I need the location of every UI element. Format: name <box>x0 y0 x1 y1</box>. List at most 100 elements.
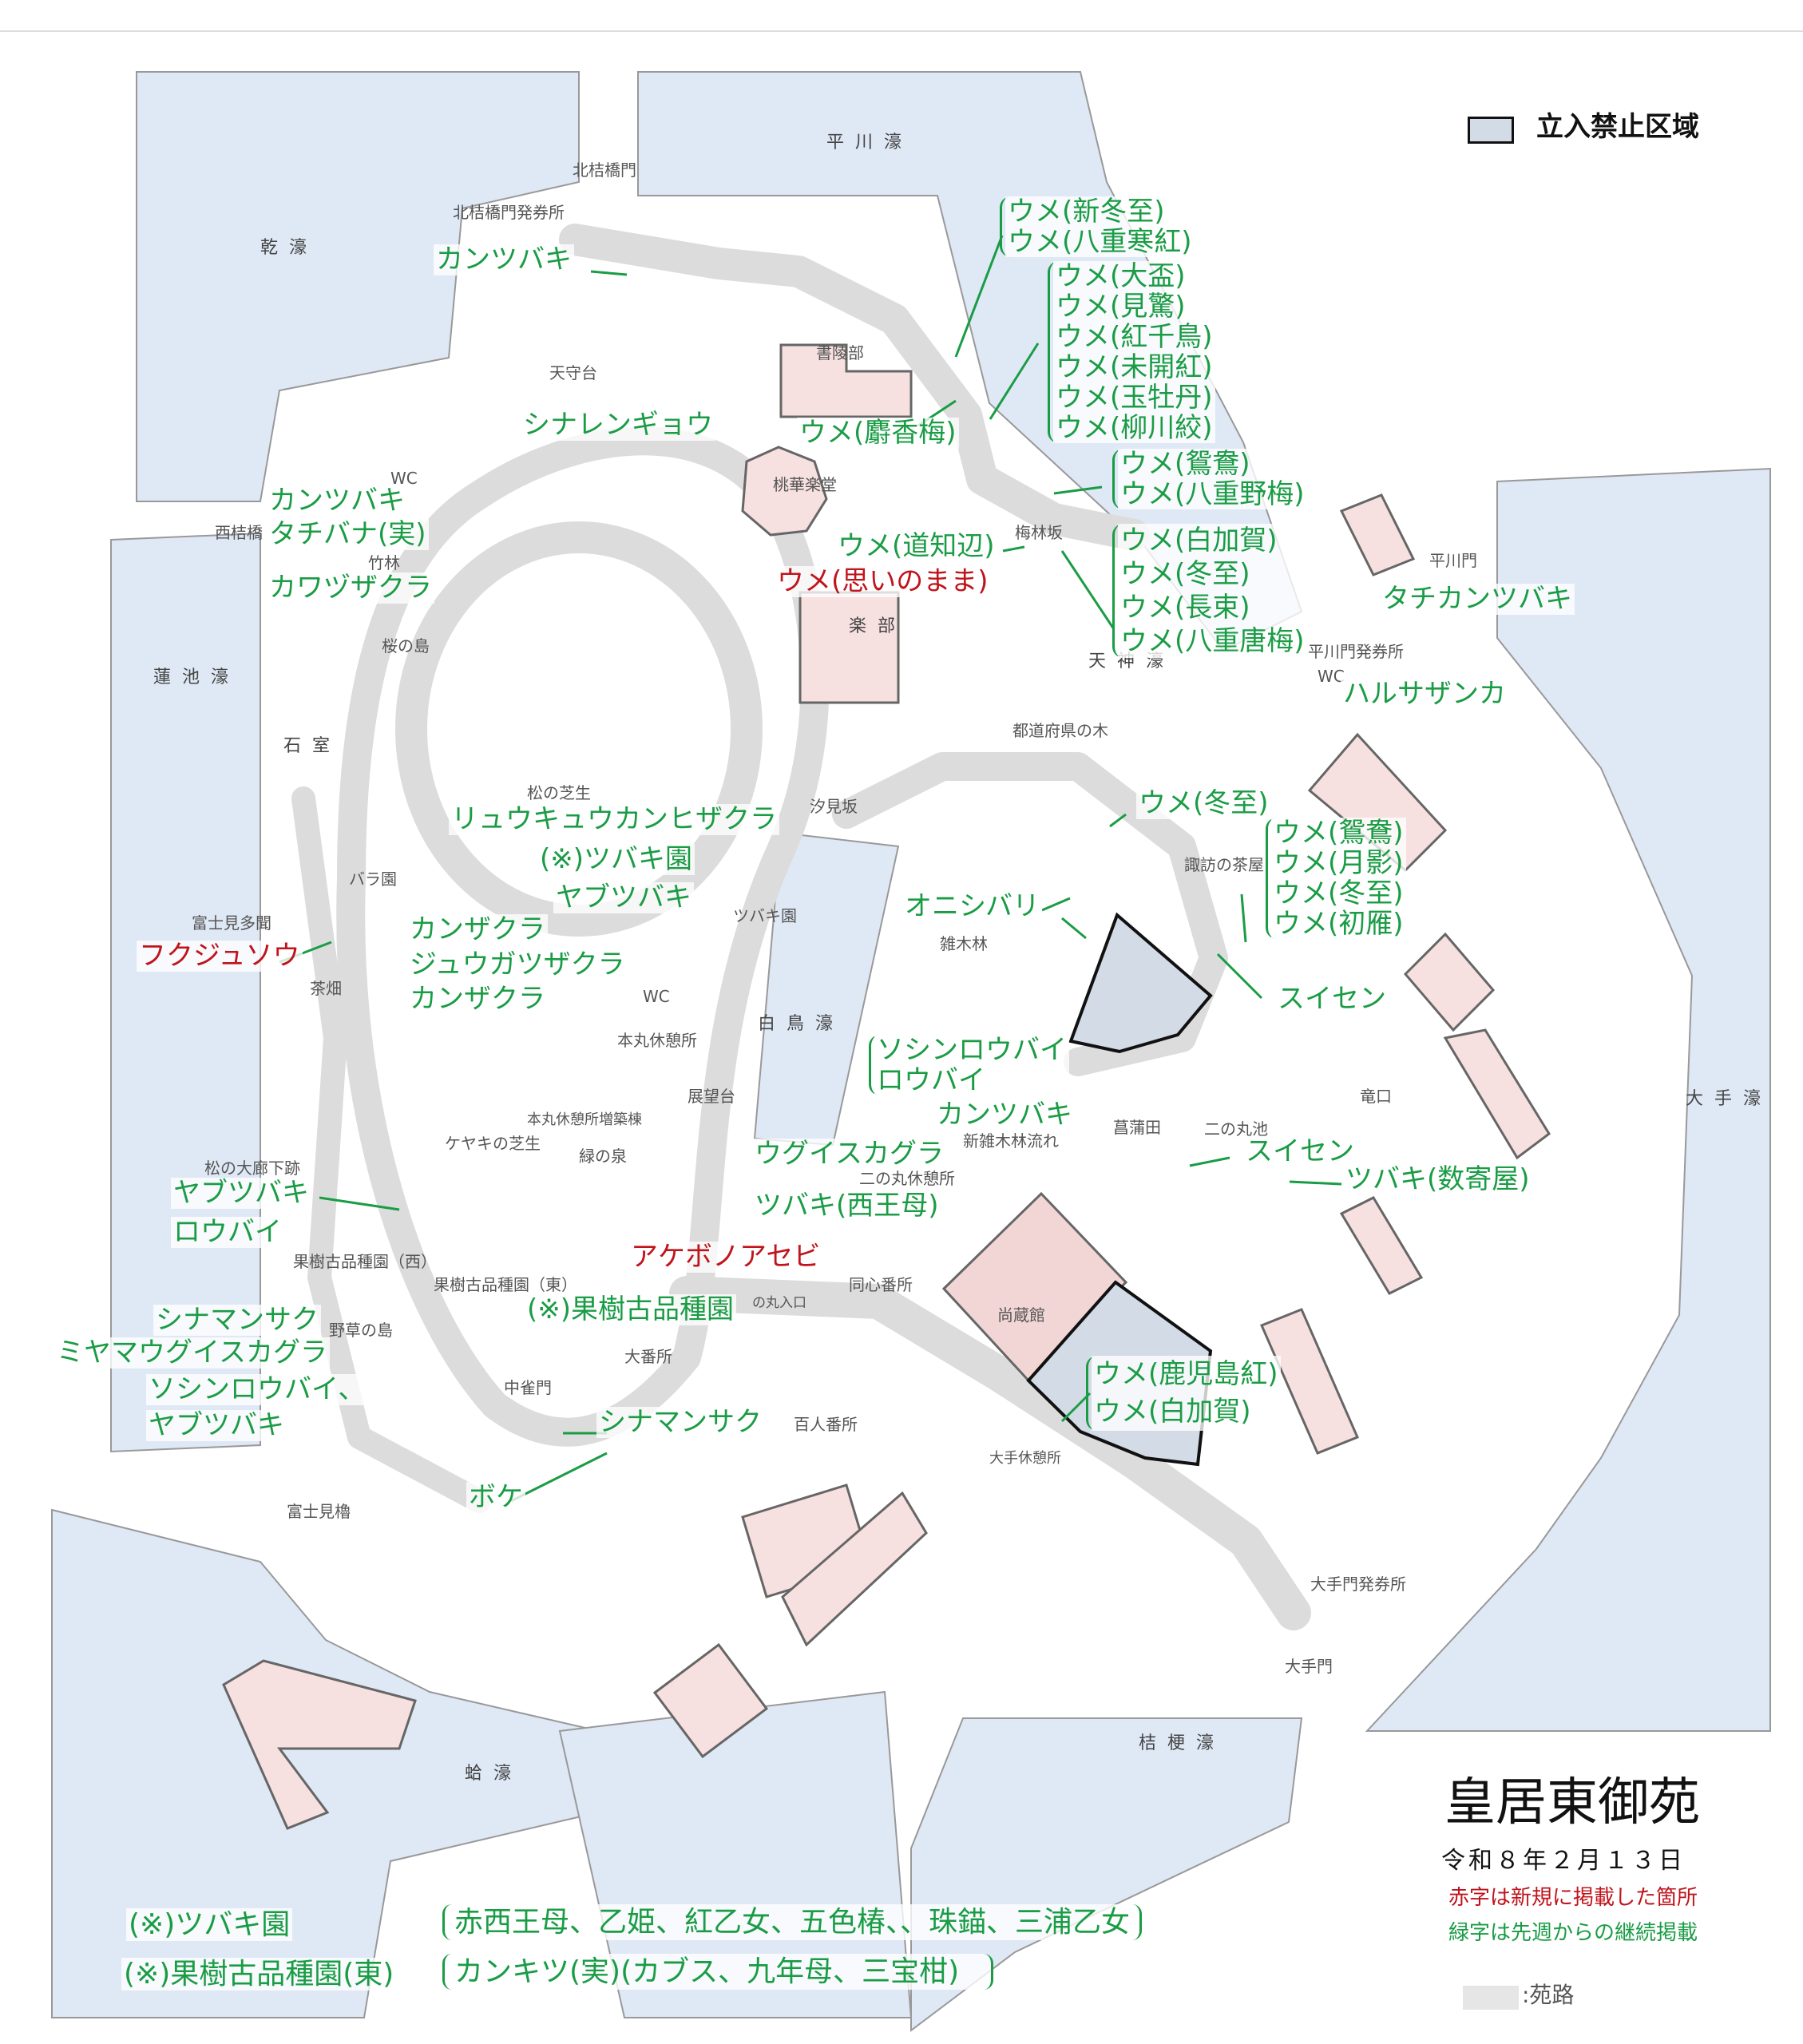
plant-label: (※)ツバキ園 <box>537 843 695 876</box>
plant-label: タチカンツバキ <box>1380 583 1575 616</box>
leader-line <box>1061 917 1087 940</box>
plant-label: カンツバキ <box>267 485 407 517</box>
place-fujimi-tamon: 富士見多聞 <box>192 913 271 933</box>
place-hyakunin-bansho: 百人番所 <box>794 1415 858 1434</box>
leader-line <box>954 235 1004 358</box>
path-north <box>559 224 1150 551</box>
place-fruit-east: 果樹古品種園（東） <box>434 1275 577 1294</box>
leader-line <box>1060 1392 1092 1423</box>
leader-line <box>1289 1180 1342 1186</box>
leader-line <box>319 1196 400 1211</box>
place-shozokan: 尚蔵館 <box>997 1305 1045 1325</box>
plant-group-ume-4: ウメ(白加賀) ウメ(冬至) ウメ(長束) ウメ(八重唐梅) <box>1112 524 1307 658</box>
plant-label: ウメ(鴛鴦) <box>1271 818 1406 848</box>
plant-label: ウグイスカグラ <box>752 1138 946 1171</box>
building-shozokan <box>941 1191 1128 1383</box>
plant-label: ヤブツバキ <box>553 881 694 914</box>
place-fujimi-yagura: 富士見櫓 <box>287 1502 351 1521</box>
plant-label: ウメ(八重寒紅) <box>1005 227 1195 257</box>
plant-label: ロウバイ <box>171 1216 284 1249</box>
footnote-items: 赤西王母、乙姫、紅乙女、五色椿、、珠錨、三浦乙女 <box>442 1904 1143 1941</box>
place-rose-garden: バラ園 <box>349 869 397 889</box>
plant-group-ume-2: ウメ(大盃) ウメ(見驚) ウメ(紅千鳥) ウメ(未開紅) ウメ(玉牡丹) ウメ… <box>1048 261 1215 443</box>
plant-label-new: アケボノアセビ <box>628 1241 823 1274</box>
map-title: 皇居東御苑 <box>1444 1773 1700 1832</box>
leader-line <box>1109 813 1127 828</box>
building-south2 <box>781 1491 928 1647</box>
building-gakubu <box>798 591 900 704</box>
plant-label: ウメ(白加賀) <box>1092 1393 1281 1431</box>
leader-line <box>1060 550 1115 630</box>
plant-label-new: ウメ(思いのまま) <box>775 565 991 598</box>
plant-label: スイセン <box>1243 1135 1357 1168</box>
place-sakura-island: 桜の島 <box>382 636 430 656</box>
place-wc: WC <box>1318 667 1345 686</box>
building-south3 <box>652 1642 769 1759</box>
moat-hamaguri <box>51 1508 613 2018</box>
plant-label: ウメ(柳川絞) <box>1053 413 1215 443</box>
place-ninomaru-pond: 二の丸池 <box>1204 1119 1268 1139</box>
building-east3 <box>1443 1028 1551 1160</box>
place-tea-field: 茶畑 <box>310 979 342 998</box>
place-hirakawa-ticket: 平川門発券所 <box>1308 642 1404 661</box>
building-shoryobu <box>779 343 913 418</box>
moat-ote <box>1365 467 1771 1732</box>
path-central-loop <box>395 521 763 937</box>
plant-label: ミヤマウグイスカグラ <box>54 1337 330 1369</box>
plant-label-new: フクジュソウ <box>137 940 303 972</box>
place-shoryobu: 書陵部 <box>816 343 864 362</box>
building-hirakawa <box>1339 493 1416 576</box>
place-otemon: 大手門 <box>1285 1657 1333 1676</box>
plant-group-ume-6: ウメ(鹿児島紅) ウメ(白加賀) <box>1086 1356 1281 1431</box>
leader-line <box>1002 545 1025 553</box>
plant-label: ウメ(紅千鳥) <box>1053 322 1215 352</box>
place-inui-bori: 乾濠 <box>260 238 319 258</box>
building-tokagakudo <box>741 446 828 537</box>
plant-label: ウメ(月影) <box>1271 848 1406 878</box>
building-east2 <box>1403 932 1496 1032</box>
place-shobuda: 菖蒲田 <box>1113 1118 1161 1137</box>
place-honmaru-rest: 本丸休憩所 <box>617 1031 697 1050</box>
plant-label: ロウバイ <box>874 1065 1069 1095</box>
plant-label: ソシンロウバイ、 <box>146 1373 368 1406</box>
plant-label: ウメ(新冬至) <box>1005 196 1195 227</box>
map-date: 令和８年２月１３日 <box>1441 1847 1686 1875</box>
path-legend-label: :苑路 <box>1522 1982 1575 2008</box>
plant-label: ウメ(鹿児島紅) <box>1092 1356 1281 1393</box>
footnote-label: (※)果樹古品種園(東) <box>121 1958 397 1991</box>
plant-label: ツバキ(西王母) <box>752 1190 941 1222</box>
place-ishimuro: 石室 <box>283 736 342 756</box>
plant-label: ジュウガツザクラ <box>407 949 628 981</box>
place-ote-bori: 大手濠 <box>1686 1089 1773 1109</box>
place-keyaki-lawn: ケヤキの芝生 <box>445 1134 541 1153</box>
place-nishihanebashi: 西桔橋 <box>215 523 263 542</box>
plant-label: シナマンサク <box>596 1406 764 1439</box>
place-observatory: 展望台 <box>688 1087 735 1106</box>
plant-label: リュウキュウカンヒザクラ <box>449 803 779 836</box>
plant-label: カンツバキ <box>434 244 574 276</box>
leader-line <box>1041 897 1071 912</box>
plant-label: シナレンギョウ <box>521 409 715 442</box>
place-fruit-west: 果樹古品種園（西） <box>293 1252 437 1271</box>
leader-line <box>590 270 628 276</box>
plant-group-ume-1: ウメ(新冬至) ウメ(八重寒紅) <box>1000 196 1195 257</box>
plant-label: ハルサザンカ <box>1341 678 1508 711</box>
plant-label: オニシバリ <box>902 890 1042 923</box>
place-hamaguri-bori: 蛤濠 <box>465 1764 523 1784</box>
place-bairinzaka: 梅林坂 <box>1015 523 1063 542</box>
place-hakucho-bori: 白鳥濠 <box>758 1014 845 1034</box>
place-kitahanebashi-ticket: 北桔橋門発券所 <box>453 203 565 222</box>
place-chikurin: 竹林 <box>368 553 400 572</box>
place-obansho: 大番所 <box>624 1347 672 1366</box>
plant-label: ウメ(長束) <box>1118 591 1307 624</box>
plant-label: カンツバキ <box>934 1099 1075 1131</box>
place-wc: WC <box>390 469 418 488</box>
plant-label: ウメ(鴛鴦) <box>1118 449 1307 479</box>
plant-label: ウメ(八重野梅) <box>1118 479 1307 509</box>
place-chujakumon: 中雀門 <box>504 1378 552 1397</box>
place-midori-izumi: 緑の泉 <box>579 1147 627 1166</box>
plant-label: ウメ(未開紅) <box>1053 352 1215 382</box>
place-honmaru-rest-annex: 本丸休憩所増築棟 <box>527 1111 642 1128</box>
